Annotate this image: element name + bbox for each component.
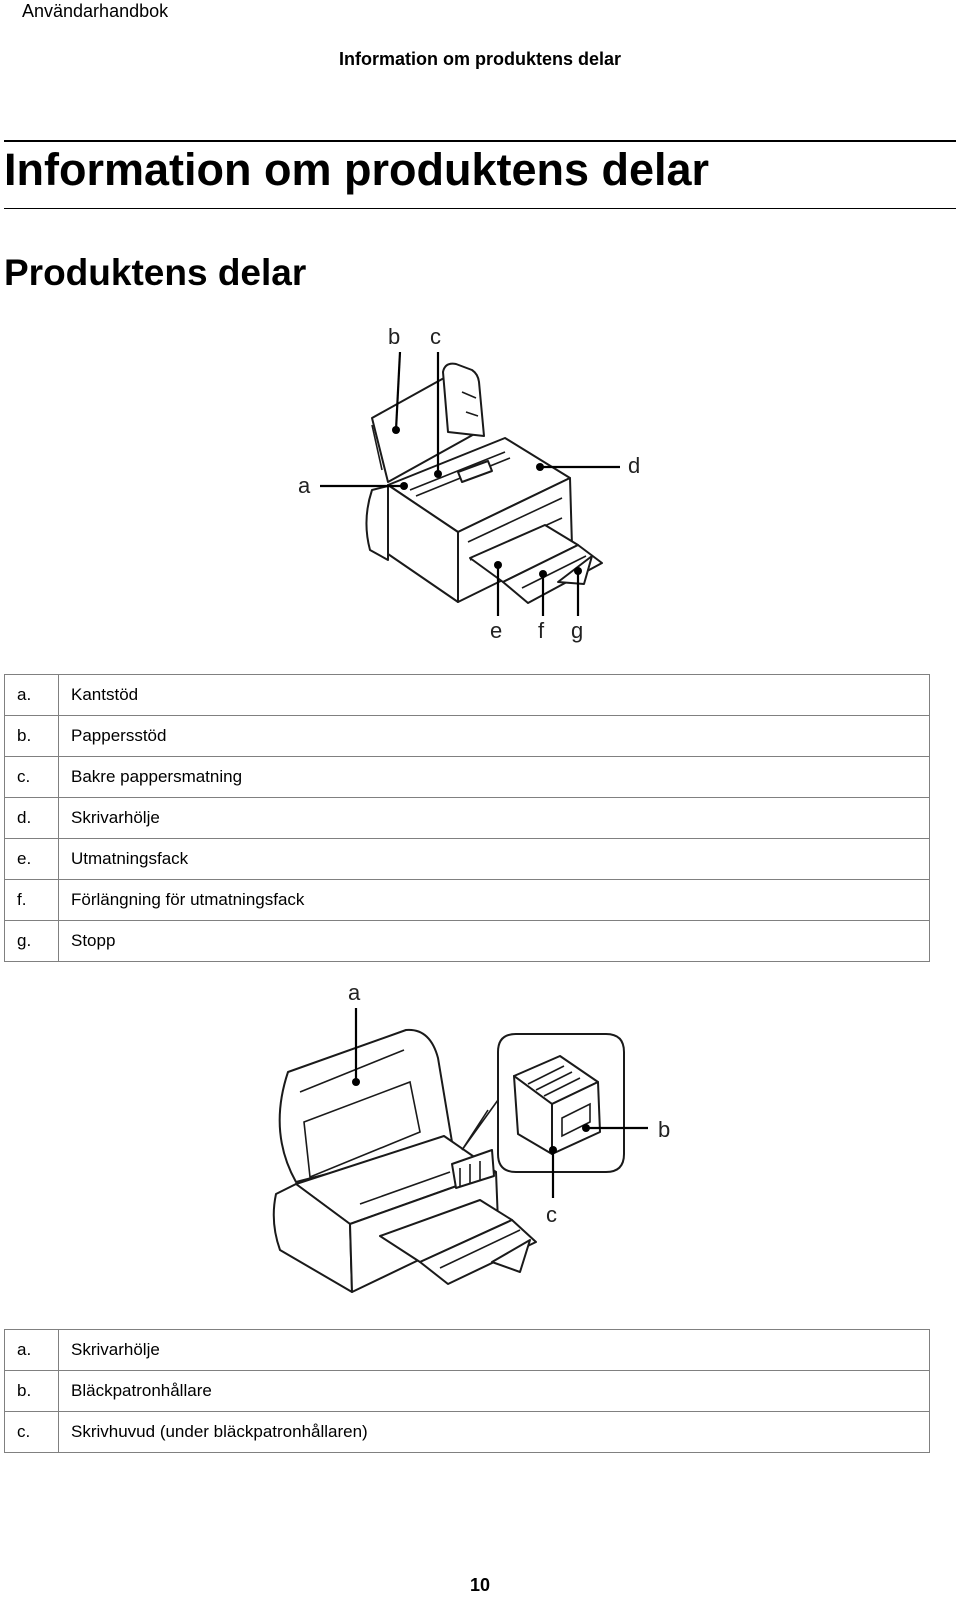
row-label: Utmatningsfack [58, 838, 930, 880]
table-row: a.Kantstöd [4, 674, 930, 716]
row-label: Kantstöd [58, 674, 930, 716]
row-key: c. [4, 1411, 59, 1453]
table-row: a.Skrivarhölje [4, 1329, 930, 1371]
row-key: g. [4, 920, 59, 962]
row-label: Skrivarhölje [58, 797, 930, 839]
row-key: d. [4, 797, 59, 839]
table-row: f.Förlängning för utmatningsfack [4, 879, 930, 921]
callout-f: f [538, 618, 545, 643]
row-key: b. [4, 1370, 59, 1412]
callout-e: e [490, 618, 502, 643]
row-label: Pappersstöd [58, 715, 930, 757]
callout-d: d [628, 453, 640, 478]
row-key: a. [4, 1329, 59, 1371]
row-label: Skrivarhölje [58, 1329, 930, 1371]
table-row: b.Bläckpatronhållare [4, 1370, 930, 1412]
row-label: Bakre pappersmatning [58, 756, 930, 798]
row-key: f. [4, 879, 59, 921]
chapter-title: Information om produktens delar [4, 144, 710, 195]
table-row: c.Skrivhuvud (under bläckpatronhållaren) [4, 1411, 930, 1453]
row-key: e. [4, 838, 59, 880]
callout-g: g [571, 618, 583, 643]
parts-table-1: a.Kantstöd b.Pappersstöd c.Bakre pappers… [4, 674, 930, 962]
callout-a: a [348, 980, 361, 1005]
callout-c: c [546, 1202, 557, 1227]
printer-interior-illustration: a b c [272, 980, 670, 1293]
parts-table-2: a.Skrivarhölje b.Bläckpatronhållare c.Sk… [4, 1329, 930, 1453]
row-label: Förlängning för utmatningsfack [58, 879, 930, 921]
table-row: e.Utmatningsfack [4, 838, 930, 880]
row-key: a. [4, 674, 59, 716]
row-key: c. [4, 756, 59, 798]
manual-name: Användarhandbok [22, 1, 169, 21]
page-number: 10 [469, 1575, 491, 1595]
callout-b: b [658, 1117, 670, 1142]
chapter-rule-bottom [4, 208, 956, 209]
row-label: Stopp [58, 920, 930, 962]
callout-b: b [388, 324, 400, 349]
table-row: d.Skrivarhölje [4, 797, 930, 839]
table-row: c.Bakre pappersmatning [4, 756, 930, 798]
table-row: g.Stopp [4, 920, 930, 962]
table-row: b.Pappersstöd [4, 715, 930, 757]
chapter-rule-top [4, 140, 956, 142]
printer-exterior-illustration: a b c d e f g [298, 324, 640, 643]
section-title: Produktens delar [4, 252, 307, 293]
row-label: Skrivhuvud (under bläckpatronhållaren) [58, 1411, 930, 1453]
running-head: Information om produktens delar [338, 49, 622, 69]
row-label: Bläckpatronhållare [58, 1370, 930, 1412]
callout-a: a [298, 473, 311, 498]
row-key: b. [4, 715, 59, 757]
callout-c: c [430, 324, 441, 349]
